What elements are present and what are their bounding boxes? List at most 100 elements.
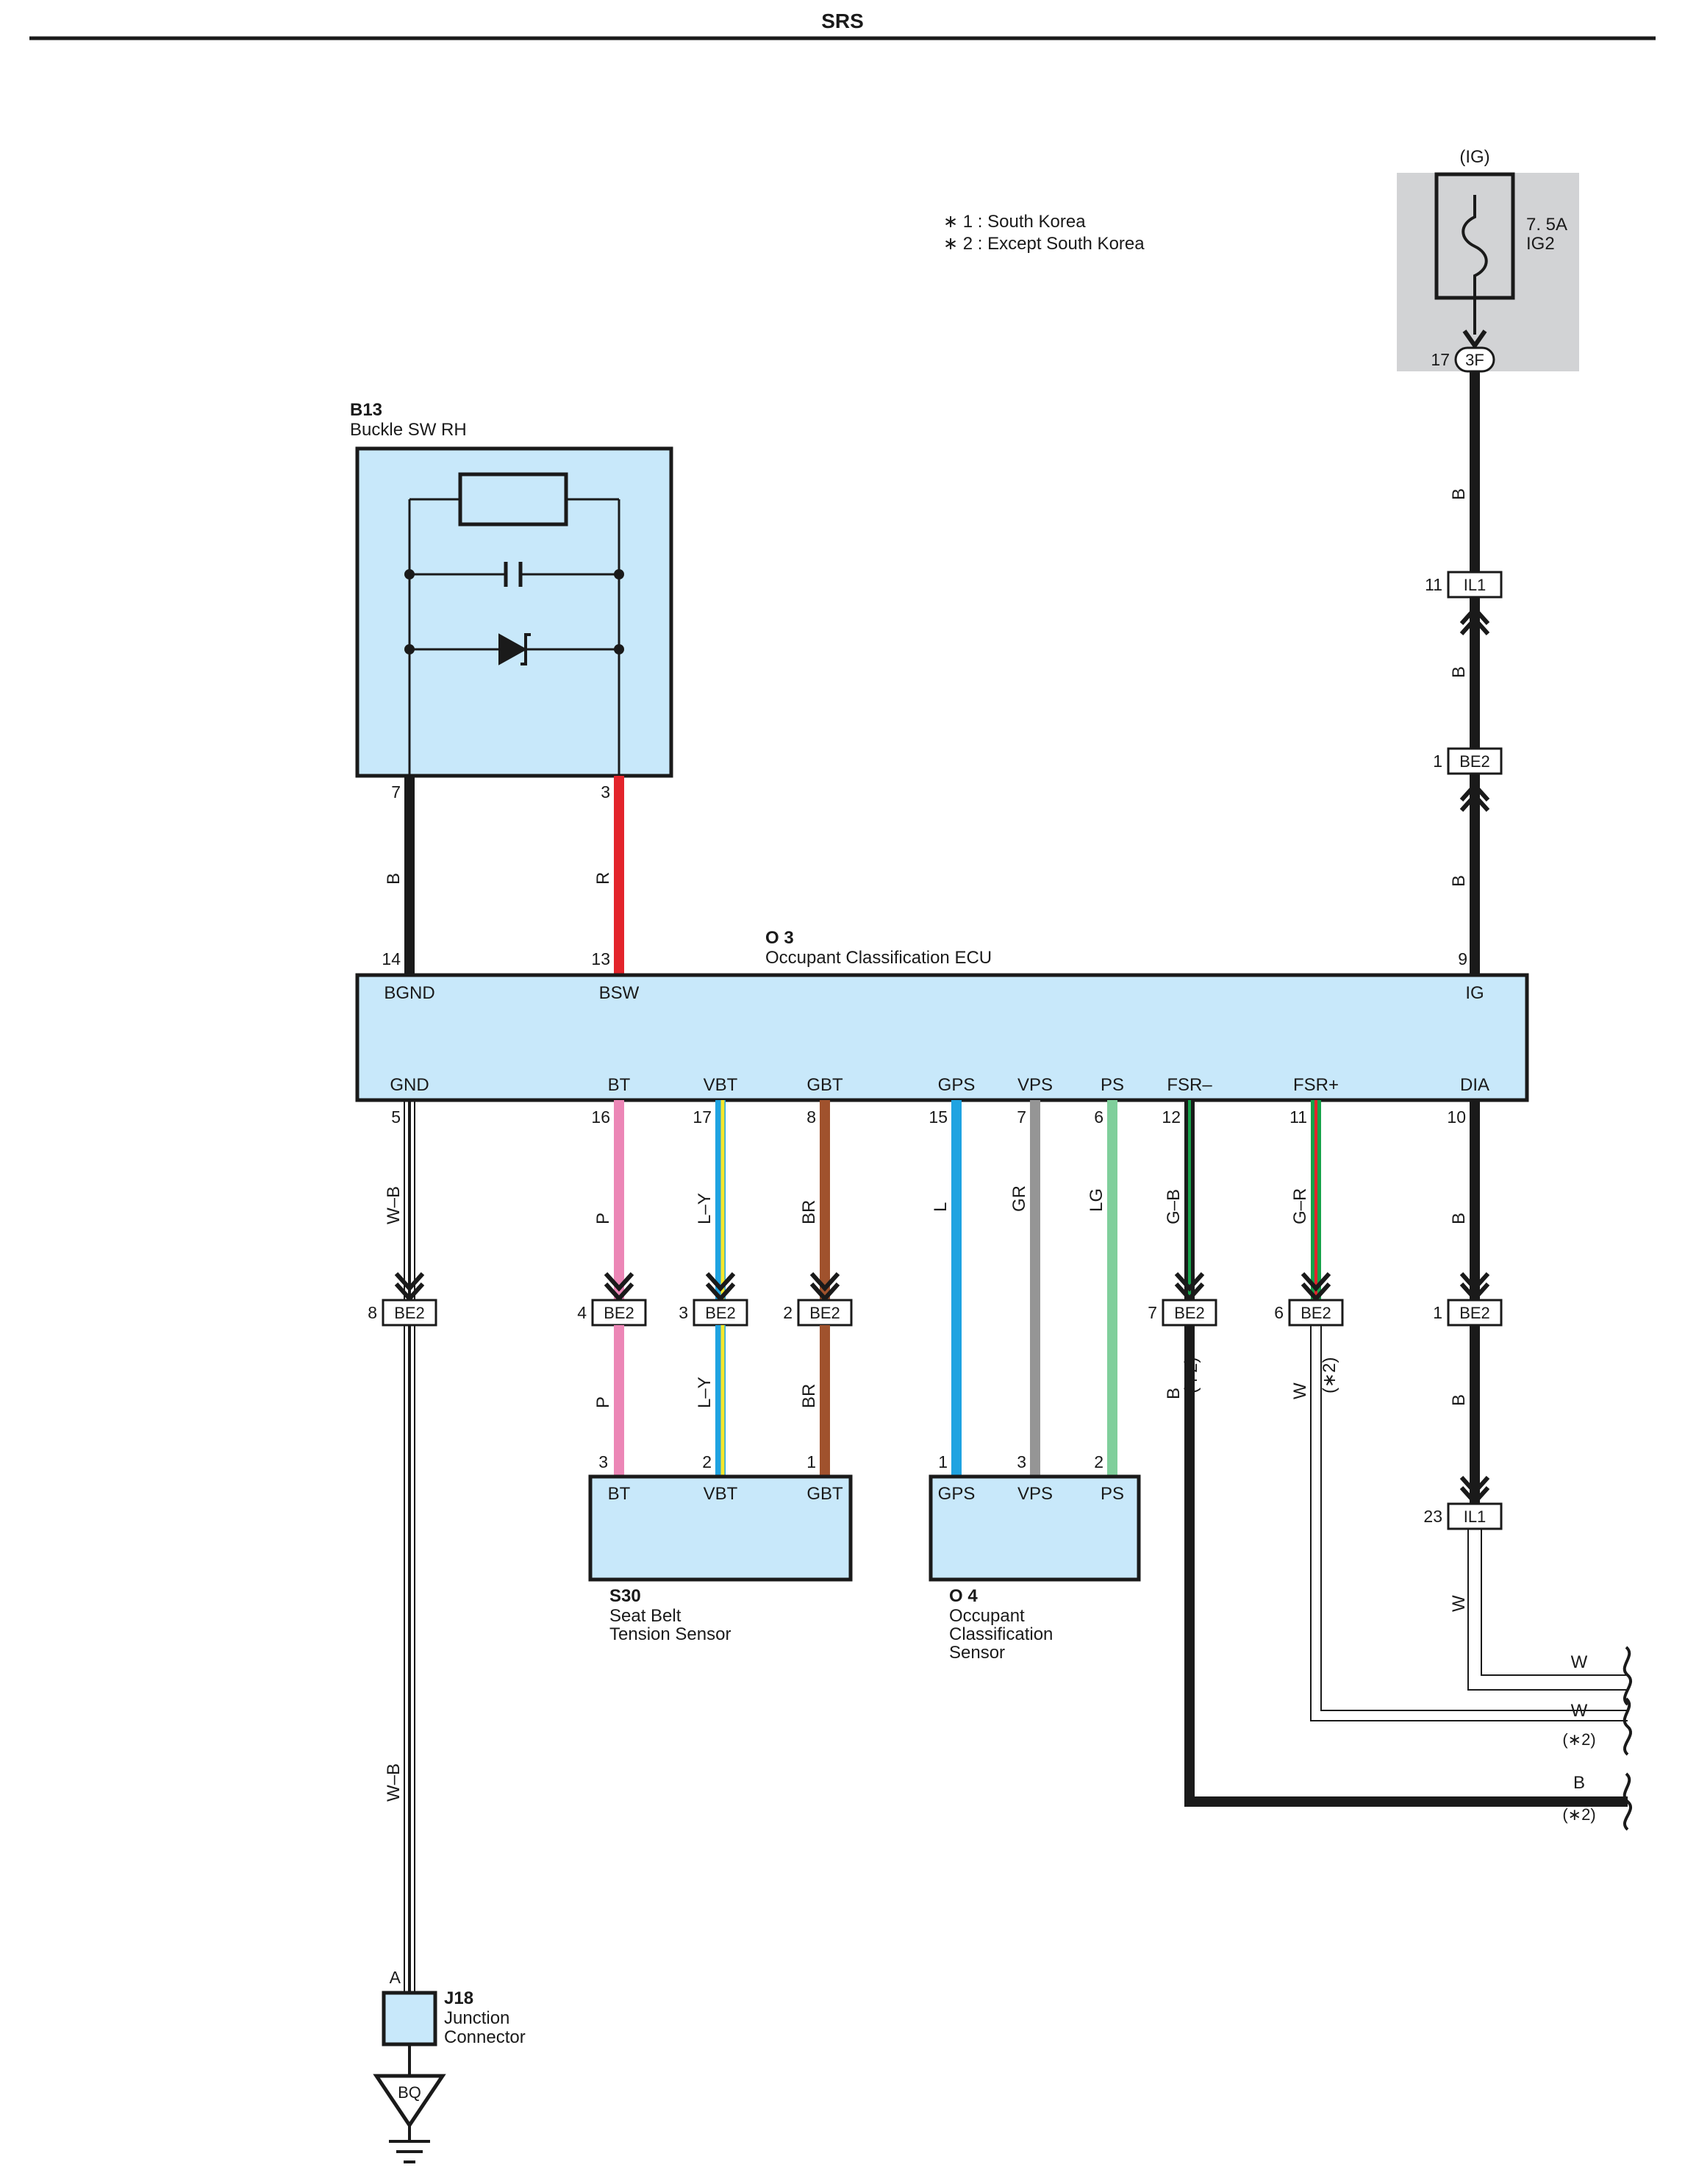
wire-lower-color-fsr-plus: W <box>1290 1382 1310 1399</box>
be2-connector-bt: BE2 4 <box>577 1299 647 1327</box>
j18-name-2: Connector <box>444 2027 526 2047</box>
j18-pin: A <box>390 1968 401 1987</box>
wire-upper-gnd <box>404 1100 415 1300</box>
wire-bsw-color: R <box>593 872 613 885</box>
connector-arrow <box>705 1282 736 1302</box>
o3-pin-bt: 16 <box>591 1107 610 1127</box>
b13-resistor <box>458 472 568 527</box>
be2-connector-ig <box>1447 747 1503 775</box>
ground-triangle <box>373 2074 446 2129</box>
be2-connector-gnd-pin: 8 <box>368 1303 377 1322</box>
right-exit-wires: W W (∗2) B (∗2) <box>1562 1646 1632 1831</box>
wire-lower-color-bt: P <box>593 1396 613 1408</box>
s30-name-1: Seat Belt <box>609 1606 681 1626</box>
wire-lower-color-vbt: L–Y <box>695 1377 715 1408</box>
fuse-source-label: (IG) <box>1459 147 1489 167</box>
wire-lower-color-dia: B <box>1449 1394 1469 1406</box>
wire-bgnd-color: B <box>384 873 404 885</box>
il1-connector-bottom-label: IL1 <box>1464 1507 1487 1526</box>
o3-pin-vps: 7 <box>1017 1107 1026 1127</box>
be2-connector-fsr-pin: 6 <box>1274 1303 1284 1322</box>
be2-connector-vbt-label: BE2 <box>705 1304 736 1322</box>
connector-arrow <box>1459 1485 1490 1506</box>
o3-pin-gps: 15 <box>929 1107 948 1127</box>
o4-occupant-sensor: GPS VPS PS 1 3 2 O 4 Occupant Classifica… <box>929 1452 1141 1663</box>
connector-arrow <box>604 1271 634 1292</box>
il1-connector-top-pin: 11 <box>1425 575 1442 594</box>
o3-term-vps: VPS <box>1017 1075 1053 1095</box>
s30-pin-vbt: 2 <box>702 1452 712 1471</box>
fuse-pin: 17 <box>1431 350 1450 369</box>
s30-term-gbt: GBT <box>806 1484 843 1504</box>
wire-break-1 <box>1623 1646 1632 1706</box>
wire-upper-color-gnd: W–B <box>384 1186 404 1224</box>
o3-term-bsw: BSW <box>599 983 640 1003</box>
be2-connector-fsr-pin: 7 <box>1148 1303 1157 1322</box>
be2-connector-bt-pin: 4 <box>577 1303 587 1322</box>
o3-term-gbt: GBT <box>806 1075 843 1095</box>
o3-term-gnd: GND <box>390 1075 429 1095</box>
ig-wire2-color: B <box>1449 666 1469 678</box>
o3-term-fsr: FSR+ <box>1293 1075 1339 1095</box>
exit-2-note: (∗2) <box>1562 1730 1595 1749</box>
o4-pin-ps: 2 <box>1094 1452 1103 1471</box>
o3-term-fsr: FSR– <box>1167 1075 1212 1095</box>
connector-arrow <box>604 1282 634 1302</box>
wire-upper-color-bt: P <box>593 1213 613 1224</box>
wire-break-3 <box>1623 1772 1632 1831</box>
wire-upper-color-gbt: BR <box>799 1200 819 1224</box>
o3-ig-pin: 9 <box>1458 949 1467 968</box>
fuse-connector-label: 3F <box>1465 351 1484 369</box>
j18-body <box>382 1991 437 2046</box>
connector-arrow <box>1459 1475 1490 1496</box>
wire-break-2 <box>1623 1697 1632 1756</box>
o4-name-3: Sensor <box>949 1643 1005 1663</box>
be2-connector-bt-label: BE2 <box>604 1304 634 1322</box>
be2-connector-vbt-pin: 3 <box>679 1303 688 1322</box>
il1-connector-bottom <box>1447 1502 1503 1530</box>
o3-pin-vbt: 17 <box>693 1107 712 1127</box>
b13-pin-7: 7 <box>391 782 401 802</box>
j18-id: J18 <box>444 1988 473 2008</box>
connector-arrow <box>1174 1271 1205 1292</box>
exit-1-wire: W <box>1571 1652 1588 1672</box>
j18-name-1: Junction <box>444 2008 509 2028</box>
wire-lower-color-gnd: W–B <box>384 1763 404 1802</box>
connector-arrow <box>1301 1271 1331 1292</box>
wire-lower-note-fsr-plus: (∗2) <box>1320 1357 1339 1393</box>
connector-arrow <box>394 1282 425 1302</box>
o4-pin-vps: 3 <box>1017 1452 1026 1471</box>
page-title: SRS <box>821 10 864 32</box>
exit-3-note: (∗2) <box>1562 1805 1595 1824</box>
o4-name-1: Occupant <box>949 1606 1025 1626</box>
o4-pin-gps: 1 <box>938 1452 948 1471</box>
o3-term-vbt: VBT <box>704 1075 738 1095</box>
be2-connector-dia-label: BE2 <box>1459 1304 1490 1322</box>
connector-arrow <box>1459 1271 1490 1292</box>
il1-connector-top-label: IL1 <box>1464 576 1487 594</box>
connector-arrow <box>394 1271 425 1292</box>
o3-bsw-pin: 13 <box>591 949 610 968</box>
be2-connector-gbt-pin: 2 <box>783 1303 793 1322</box>
il1-connector-bottom-pin: 23 <box>1423 1507 1442 1526</box>
o3-term-ig: IG <box>1465 983 1484 1003</box>
s30-pin-gbt: 1 <box>806 1452 816 1471</box>
b13-pin-3: 3 <box>601 782 610 802</box>
connector-arrow <box>1301 1282 1331 1302</box>
wire-color-gps: L <box>931 1202 951 1212</box>
wire-color-vps: GR <box>1009 1185 1029 1212</box>
o4-term-ps: PS <box>1101 1484 1124 1504</box>
o3-term-gps: GPS <box>938 1075 976 1095</box>
o3-term-dia: DIA <box>1460 1075 1489 1095</box>
connector-arrow <box>705 1271 736 1292</box>
be2-connector-fsr-box <box>1288 1299 1344 1327</box>
fuse-name: IG2 <box>1526 234 1555 254</box>
fuse-element <box>1462 195 1488 301</box>
wire-lower-color-gbt: BR <box>799 1384 819 1408</box>
wire-lower-gnd <box>404 1325 415 1993</box>
ig-wire-chain: B IL1 11 B BE2 1 B 9 <box>1425 371 1503 975</box>
